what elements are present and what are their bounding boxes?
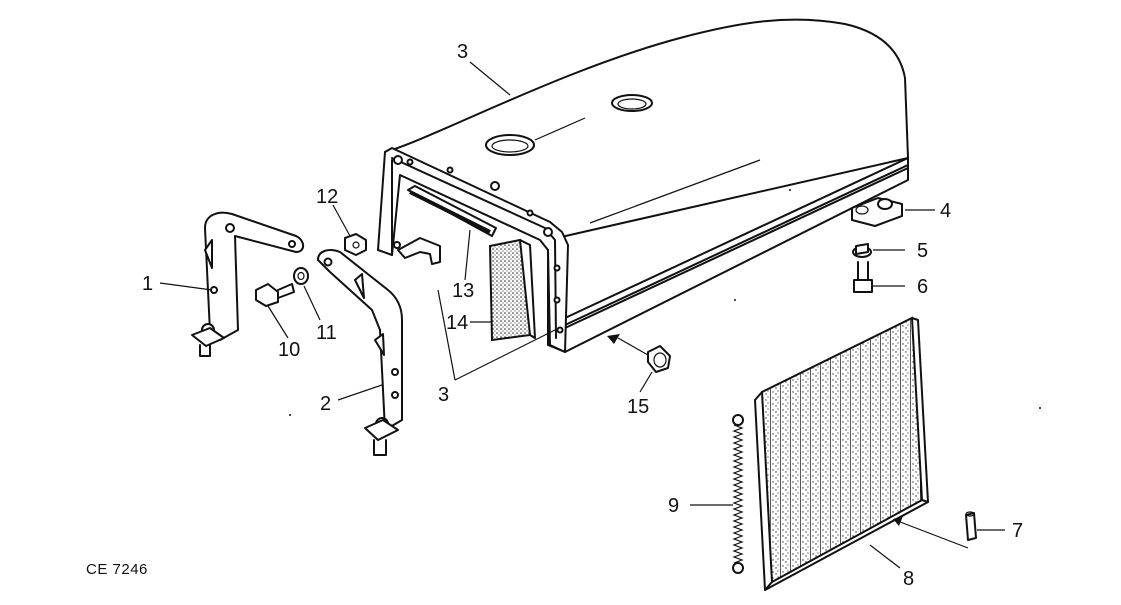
callout-1: 1 (142, 273, 153, 295)
item-12-nut (344, 233, 367, 256)
item-7-pin (965, 511, 977, 541)
figure-code: CE 7246 (86, 561, 148, 578)
item-2-bracket (317, 249, 403, 456)
item-15-plug (647, 345, 671, 373)
item-6-bolt (853, 261, 873, 293)
callout-3-top: 3 (457, 41, 468, 63)
item-11-washer (293, 267, 309, 285)
arrowhead-15 (607, 334, 620, 344)
item-4-mount-block (851, 197, 903, 227)
leader-lines (159, 61, 1005, 569)
callout-6: 6 (917, 276, 928, 298)
item-14-foam-pad (488, 238, 536, 342)
callout-13: 13 (452, 280, 474, 302)
item-10-bolt (255, 283, 295, 307)
arrowhead-7 (893, 516, 903, 526)
callout-4: 4 (940, 200, 951, 222)
callout-12: 12 (316, 186, 338, 208)
callout-7: 7 (1012, 520, 1023, 542)
callout-9: 9 (668, 495, 679, 517)
callout-10: 10 (278, 339, 300, 361)
hood-part (377, 18, 909, 353)
callout-8: 8 (903, 568, 914, 590)
callout-2: 2 (320, 393, 331, 415)
callout-14: 14 (446, 312, 468, 334)
item-13-seal-strip (407, 185, 497, 237)
callout-15: 15 (627, 396, 649, 418)
item-1-bracket (191, 211, 305, 357)
item-9-spring (732, 414, 744, 574)
item-5-washer (852, 243, 872, 258)
callout-5: 5 (917, 240, 928, 262)
callout-11: 11 (316, 322, 337, 344)
callout-3-bottom: 3 (438, 384, 449, 406)
item-8-radiator-grille (754, 316, 929, 591)
